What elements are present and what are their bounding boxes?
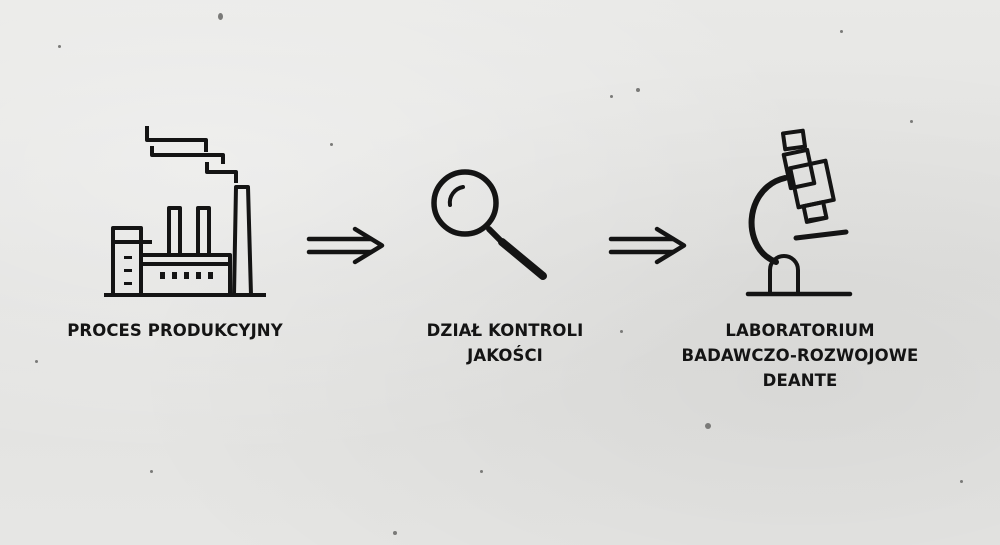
texture-speck bbox=[150, 470, 153, 473]
factory-icon bbox=[100, 124, 270, 300]
step-label-quality-control: DZIAŁ KONTROLI JAKOŚCI bbox=[380, 318, 630, 368]
texture-speck bbox=[705, 423, 711, 429]
texture-speck bbox=[910, 120, 913, 123]
arrow-right-icon bbox=[305, 225, 387, 265]
texture-speck bbox=[960, 480, 963, 483]
texture-speck bbox=[620, 330, 623, 333]
texture-speck bbox=[35, 360, 38, 363]
magnifier-icon bbox=[428, 165, 554, 285]
label-line: JAKOŚCI bbox=[467, 346, 543, 365]
step-label-production: PROCES PRODUKCYJNY bbox=[40, 318, 310, 343]
arrow-right-icon bbox=[607, 225, 689, 265]
texture-speck bbox=[393, 531, 397, 535]
label-line: PROCES PRODUKCYJNY bbox=[67, 321, 283, 340]
texture-speck bbox=[330, 143, 333, 146]
texture-speck bbox=[840, 30, 843, 33]
texture-speck bbox=[218, 13, 223, 20]
label-line: DEANTE bbox=[762, 371, 838, 390]
texture-speck bbox=[636, 88, 640, 92]
texture-speck bbox=[610, 95, 613, 98]
label-line: LABORATORIUM bbox=[725, 321, 875, 340]
label-line: DZIAŁ KONTROLI bbox=[426, 321, 584, 340]
texture-speck bbox=[58, 45, 61, 48]
texture-speck bbox=[480, 470, 483, 473]
step-label-laboratory: LABORATORIUM BADAWCZO-ROZWOJOWE DEANTE bbox=[650, 318, 950, 393]
label-line: BADAWCZO-ROZWOJOWE bbox=[681, 346, 919, 365]
microscope-icon bbox=[740, 126, 858, 301]
